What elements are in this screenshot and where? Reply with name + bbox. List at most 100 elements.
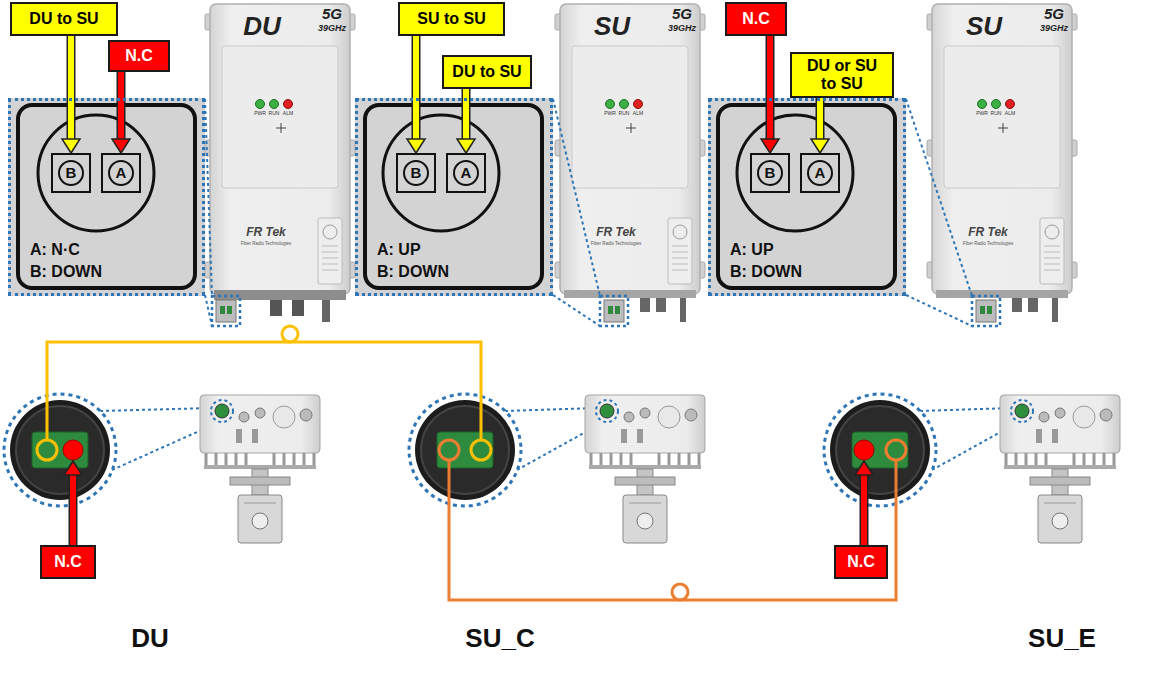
port-letter: B [58,160,84,186]
device-front-part [256,100,265,109]
zoom-panel-art-part [737,115,853,231]
port-legend-text: A: UP [377,241,421,259]
device-front-part [1012,298,1022,312]
arrow-shaft [817,98,823,140]
frequency-label: 39GHz [1040,24,1068,34]
arrow-outline [67,36,76,140]
band-label: 5G [1044,6,1064,23]
device-bottom-part [1038,495,1082,543]
device-front-part [323,225,337,239]
device-front-part [1028,298,1038,312]
device-front [205,4,355,326]
callout-text: N.C [847,553,875,571]
device-bottom-part [1052,429,1058,443]
brand-tagline: Fiber Radio Technologies [963,242,1014,247]
connector-zoom-part [421,406,509,494]
arrow-outline [462,89,471,140]
band-label: 5G [322,6,342,23]
port-legend-text: B: DOWN [30,263,102,281]
device-bottom-part [1100,409,1112,421]
device-name: DU [243,12,281,41]
brand-tagline: Fiber Radio Technologies [241,242,292,247]
device-bottom-part [252,513,268,529]
callout-text: SU to SU [417,10,485,28]
nc-leader-part [861,474,867,545]
device-front-part [608,306,613,314]
zoom-guide-line-part [553,99,600,326]
device-front-part [992,100,1001,109]
device-front-part [944,46,1060,188]
device-front-part [216,300,236,322]
device-bottom-part [589,465,701,469]
led-label: ALM [633,111,643,117]
callout-arrow [761,36,779,153]
connector-zoom [824,394,936,506]
device-bottom-part [637,513,653,529]
device-bottom-part [658,406,680,428]
device-bottom-part [623,495,667,543]
device-front-part [972,296,1000,326]
device-front-part [564,290,696,298]
device-bottom-part [1015,404,1029,418]
device-front-part [680,298,686,322]
device-bottom-part [596,400,618,422]
device-bottom-part [211,400,233,422]
port-letter: B [757,160,783,186]
led-label: RUN [269,111,280,117]
arrow-outline [412,36,421,140]
device-front-part [978,100,987,109]
port-letter: B [403,160,429,186]
callout-arrow [811,98,829,153]
device-front-part [222,46,338,188]
device-bottom-part [1030,477,1090,485]
callout-box: DU to SU [10,2,118,36]
fiber-cable-part [282,326,298,342]
device-bottom-part [238,495,282,543]
brand-tagline: Fiber Radio Technologies [591,242,642,247]
callout-box: N.C [834,545,888,579]
device-bottom-part [204,465,316,469]
brand-logo: FR Tek [968,226,1008,239]
brand-logo: FR Tek [246,226,286,239]
device-front-part [270,300,282,316]
device-bottom-part [621,429,627,443]
device-bottom-part [236,429,242,443]
device-front [927,4,1077,326]
zoom-guide-line-part [100,408,215,470]
callout-box: N.C [725,2,787,36]
device-front-part [668,218,692,284]
connector-zoom [409,394,521,506]
led-label: ALM [283,111,293,117]
device-front-part [220,306,225,314]
device-bottom-part [255,408,265,418]
connector-panel: A: UP B: DOWN BA [355,98,553,296]
device-front-part [606,100,615,109]
device-bottom-part [1055,408,1065,418]
device-front-part [1040,218,1064,284]
device-bottom-part [230,477,290,485]
device-front-part [284,100,293,109]
nc-leader-part [860,474,869,545]
device-bottom-part [244,503,276,504]
connector-zoom-part [854,440,874,460]
band-label: 5G [672,6,692,23]
nc-leader [64,461,873,545]
connector-zoom-part [32,432,88,468]
connector-zoom-part [409,394,521,506]
port-legend-text: B: DOWN [377,263,449,281]
port-box: A [101,153,141,193]
device-front-part [672,246,688,270]
port-box: B [396,153,436,193]
device-front-part [673,225,687,239]
device-front-part [1006,100,1015,109]
connector-zoom-part [16,406,104,494]
device-bottom-part [252,429,258,443]
arrow-shaft [413,36,419,140]
callout-arrow [62,36,80,153]
device-front-part [322,246,338,270]
device-front-part [276,123,286,133]
zoom-panel-art-part [383,115,499,231]
port-box: A [446,153,486,193]
